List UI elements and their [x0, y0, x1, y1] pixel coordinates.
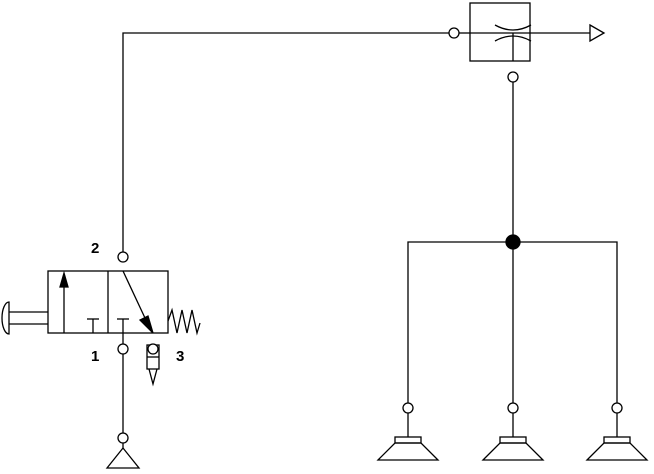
supply-line	[122, 32, 590, 252]
port-circle	[611, 402, 623, 414]
junction-dot-icon	[505, 234, 521, 250]
port-circle	[507, 71, 519, 83]
port-circle	[402, 402, 414, 414]
suction-cup-icon	[481, 436, 545, 461]
return-spring-icon	[167, 307, 201, 336]
three-two-way-valve-icon	[47, 270, 169, 334]
port-circle	[117, 343, 129, 355]
port-circle	[448, 27, 460, 39]
port-circle	[117, 251, 129, 263]
port-connectors	[117, 27, 623, 444]
suction-cup-icon	[376, 436, 440, 461]
port-circle	[507, 402, 519, 414]
suction-cup-icon	[585, 436, 649, 461]
port-label-exhaust: 3	[176, 348, 184, 365]
port-label-supply: 1	[91, 348, 99, 365]
exhaust-outlet-icon	[589, 23, 606, 43]
pressure-source-icon	[105, 446, 141, 469]
vacuum-line	[407, 82, 618, 437]
push-button-actuator-icon	[1, 301, 48, 335]
port-circle	[147, 343, 159, 355]
vacuum-ejector-icon	[469, 2, 532, 62]
port-label-outlet: 2	[91, 240, 99, 257]
port-circle	[117, 432, 129, 444]
